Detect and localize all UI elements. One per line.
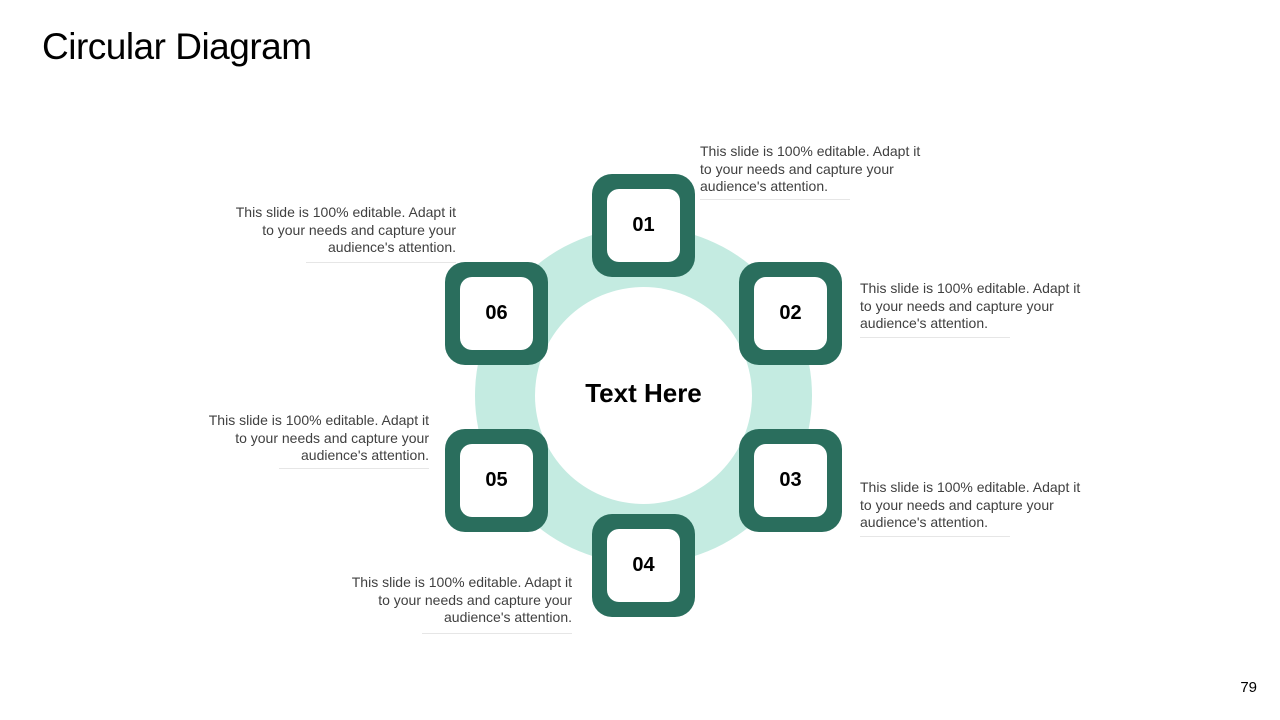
step-number: 05 xyxy=(460,444,533,517)
step-node-05: 05 xyxy=(445,429,548,532)
step-description-06: This slide is 100% editable. Adapt it to… xyxy=(235,204,456,255)
divider xyxy=(306,262,456,263)
step-node-02: 02 xyxy=(739,262,842,365)
step-node-01: 01 xyxy=(592,174,695,277)
slide-title: Circular Diagram xyxy=(42,26,312,67)
step-description-04: This slide is 100% editable. Adapt it to… xyxy=(351,574,572,625)
step-number: 06 xyxy=(460,277,533,350)
divider xyxy=(860,536,1010,537)
step-description-05: This slide is 100% editable. Adapt it to… xyxy=(208,412,429,463)
step-number: 04 xyxy=(607,529,680,602)
step-description-03: This slide is 100% editable. Adapt it to… xyxy=(860,479,1081,530)
divider xyxy=(860,337,1010,338)
step-description-02: This slide is 100% editable. Adapt it to… xyxy=(860,280,1081,331)
center-label: Text Here xyxy=(585,378,702,408)
step-description-01: This slide is 100% editable. Adapt it to… xyxy=(700,143,921,194)
page-number: 79 xyxy=(1240,679,1257,696)
step-node-06: 06 xyxy=(445,262,548,365)
diagram-ring-center xyxy=(535,287,752,504)
step-number: 02 xyxy=(754,277,827,350)
step-node-03: 03 xyxy=(739,429,842,532)
divider xyxy=(279,468,429,469)
step-node-04: 04 xyxy=(592,514,695,617)
step-number: 03 xyxy=(754,444,827,517)
divider xyxy=(422,633,572,634)
divider xyxy=(700,199,850,200)
step-number: 01 xyxy=(607,189,680,262)
